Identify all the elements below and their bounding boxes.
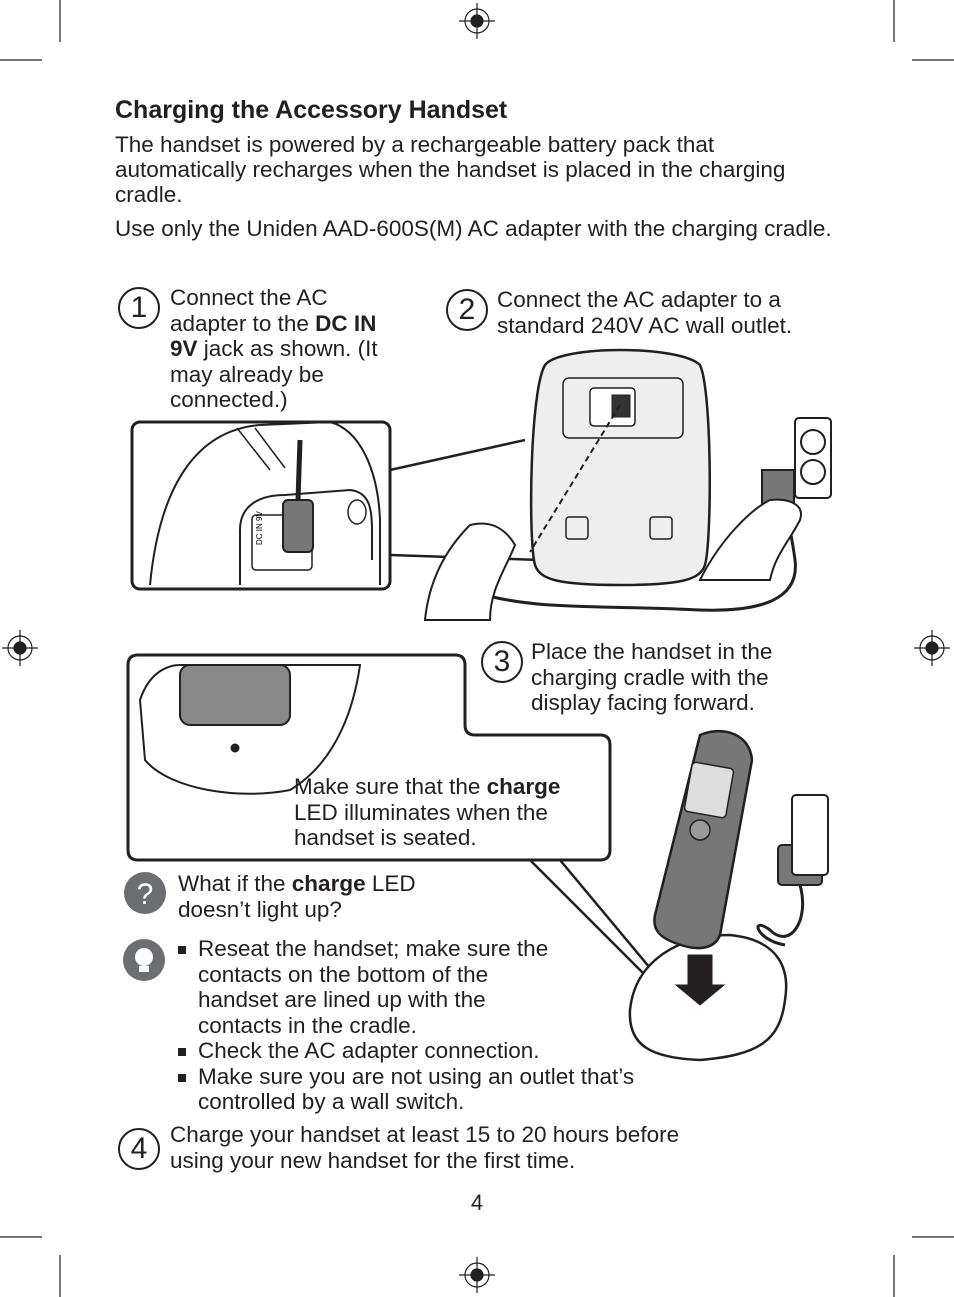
step-2-text: Connect the AC adapter to a standard 240… xyxy=(497,287,793,338)
cradle-back-illustration xyxy=(484,348,797,612)
hand-illustration xyxy=(698,498,802,581)
handset-in-cradle-illustration xyxy=(628,729,829,1062)
step-1-text: Connect the AC adapter to the DC IN 9V j… xyxy=(170,285,410,413)
wall-outlet-icon xyxy=(761,417,832,511)
step-number: 4 xyxy=(118,1128,160,1170)
step-4-text: Charge your handset at least 15 to 20 ho… xyxy=(170,1122,680,1173)
intro-paragraph: The handset is powered by a rechargeable… xyxy=(115,132,786,207)
lightbulb-icon xyxy=(123,939,165,981)
list-item: Make sure you are not using an outlet th… xyxy=(178,1064,638,1115)
list-item: Reseat the handset; make sure the contac… xyxy=(178,936,558,1038)
step-1-text-part: Connect the AC adapter to the xyxy=(170,285,328,336)
registration-mark-icon xyxy=(914,630,950,666)
svg-text:?: ? xyxy=(137,878,154,911)
step-number: 3 xyxy=(481,641,523,683)
callout-text-part: LED illuminates when the handset is seat… xyxy=(294,799,548,851)
led-callout-text: Make sure that the charge LED illuminate… xyxy=(294,774,604,851)
page-number: 4 xyxy=(470,1190,484,1215)
faq-bold: charge xyxy=(291,871,366,896)
intro-paragraph: Use only the Uniden AAD-600S(M) AC adapt… xyxy=(115,216,832,241)
led-callout-box xyxy=(126,653,696,1023)
registration-mark-icon xyxy=(2,630,38,666)
page-title: Charging the Accessory Handset xyxy=(115,96,508,124)
step-number: 1 xyxy=(118,287,160,329)
step-3-text: Place the handset in the charging cradle… xyxy=(531,639,773,715)
callout-bold: charge xyxy=(486,774,561,799)
step-1-text-part: jack as shown. (It may already be connec… xyxy=(170,336,378,412)
tips-list: Reseat the handset; make sure the contac… xyxy=(178,936,648,1115)
registration-mark-icon xyxy=(459,3,495,39)
faq-question: What if the charge LED doesn’t light up? xyxy=(178,871,468,922)
callout-text-part: Make sure that the xyxy=(294,774,487,799)
list-item: Check the AC adapter connection. xyxy=(178,1038,648,1064)
hand-illustration xyxy=(423,522,517,621)
step-number: 2 xyxy=(446,289,488,331)
registration-mark-icon xyxy=(459,1257,495,1293)
step-1-bold: DC IN 9V xyxy=(170,310,377,362)
faq-text-part: What if the xyxy=(178,871,292,896)
question-icon: ? xyxy=(124,872,166,914)
faq-text-part: LED doesn’t light up? xyxy=(178,871,416,922)
dc-jack-label: DC IN 9V xyxy=(255,511,264,545)
